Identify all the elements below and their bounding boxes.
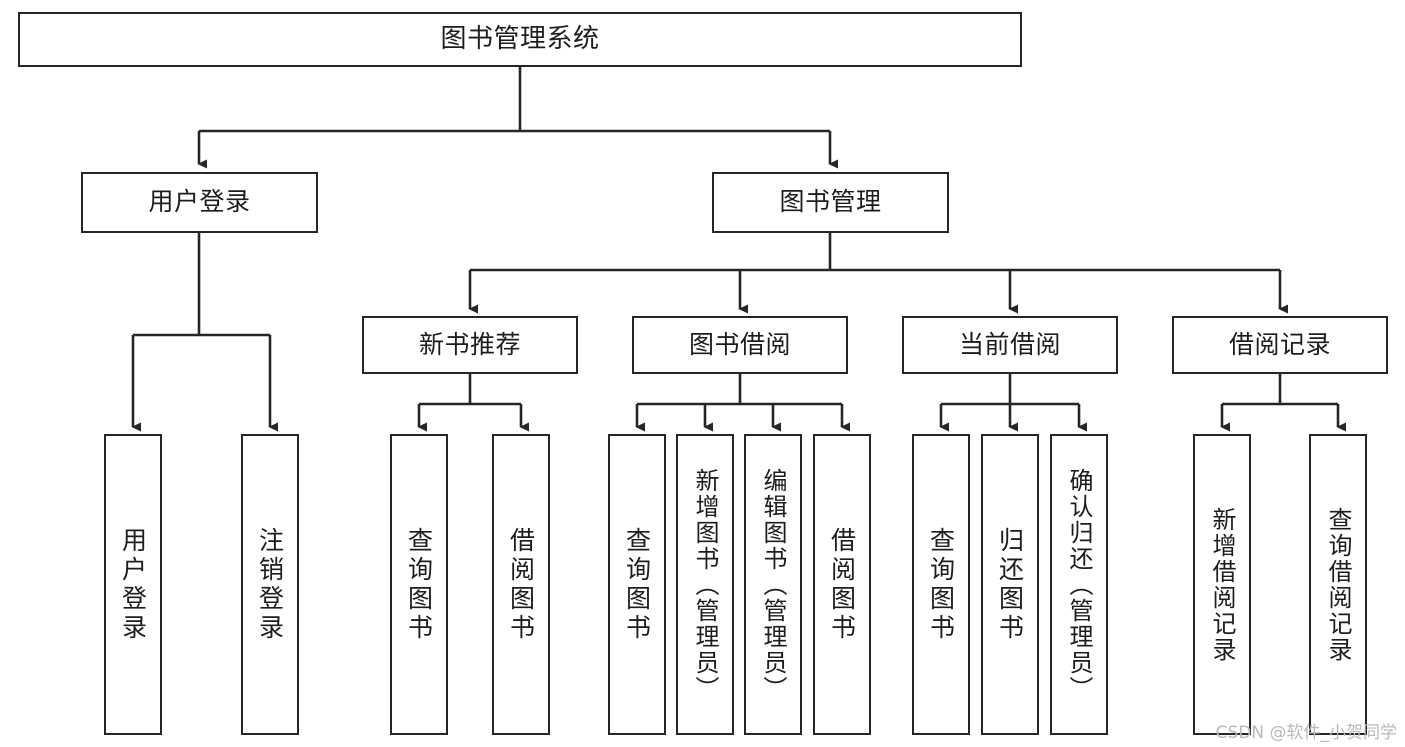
node-leaf-borrow-book-2[interactable]: 借阅图书 — [813, 434, 871, 735]
node-new-book-recommend[interactable]: 新书推荐 — [362, 316, 578, 374]
node-leaf-return-book-label: 归还图书 — [995, 526, 1025, 643]
node-leaf-borrow-book-1[interactable]: 借阅图书 — [492, 434, 550, 735]
node-book-management-label: 图书管理 — [779, 187, 882, 217]
node-leaf-add-book[interactable]: 新增图书（管理员） — [676, 434, 734, 735]
node-leaf-borrow-book-1-label: 借阅图书 — [506, 526, 536, 643]
node-leaf-add-record[interactable]: 新增借阅记录 — [1193, 434, 1251, 735]
node-root[interactable]: 图书管理系统 — [18, 12, 1022, 67]
node-user-login[interactable]: 用户登录 — [81, 172, 318, 233]
node-leaf-query-book-1[interactable]: 查询图书 — [390, 434, 448, 735]
node-leaf-user-login-label: 用户登录 — [118, 526, 148, 643]
node-leaf-logout[interactable]: 注销登录 — [241, 434, 299, 735]
node-leaf-logout-label: 注销登录 — [255, 526, 285, 643]
node-current-borrow[interactable]: 当前借阅 — [902, 316, 1118, 374]
watermark-text: CSDN @软件_小贺同学 — [1215, 723, 1397, 743]
node-book-borrow-label: 图书借阅 — [688, 329, 791, 359]
node-leaf-confirm-return-label: 确认归还（管理员） — [1065, 467, 1093, 702]
node-user-login-label: 用户登录 — [148, 187, 251, 217]
node-new-book-recommend-label: 新书推荐 — [418, 329, 521, 359]
node-leaf-borrow-book-2-label: 借阅图书 — [827, 526, 857, 643]
node-leaf-edit-book[interactable]: 编辑图书（管理员） — [744, 434, 802, 735]
node-leaf-query-record[interactable]: 查询借阅记录 — [1309, 434, 1367, 735]
node-leaf-query-book-2-label: 查询图书 — [622, 526, 652, 643]
node-borrow-record-label: 借阅记录 — [1228, 329, 1331, 359]
node-leaf-add-record-label: 新增借阅记录 — [1208, 506, 1236, 663]
node-leaf-edit-book-label: 编辑图书（管理员） — [759, 467, 787, 702]
node-leaf-query-book-3[interactable]: 查询图书 — [912, 434, 970, 735]
node-leaf-query-record-label: 查询借阅记录 — [1324, 506, 1352, 663]
node-leaf-add-book-label: 新增图书（管理员） — [691, 467, 719, 702]
node-current-borrow-label: 当前借阅 — [958, 329, 1061, 359]
node-leaf-query-book-2[interactable]: 查询图书 — [608, 434, 666, 735]
node-root-label: 图书管理系统 — [440, 23, 600, 54]
node-leaf-return-book[interactable]: 归还图书 — [981, 434, 1039, 735]
node-borrow-record[interactable]: 借阅记录 — [1172, 316, 1388, 374]
node-book-borrow[interactable]: 图书借阅 — [632, 316, 848, 374]
node-leaf-query-book-1-label: 查询图书 — [404, 526, 434, 643]
node-leaf-user-login[interactable]: 用户登录 — [104, 434, 162, 735]
node-leaf-query-book-3-label: 查询图书 — [926, 526, 956, 643]
node-book-management[interactable]: 图书管理 — [712, 172, 949, 233]
node-leaf-confirm-return[interactable]: 确认归还（管理员） — [1050, 434, 1108, 735]
